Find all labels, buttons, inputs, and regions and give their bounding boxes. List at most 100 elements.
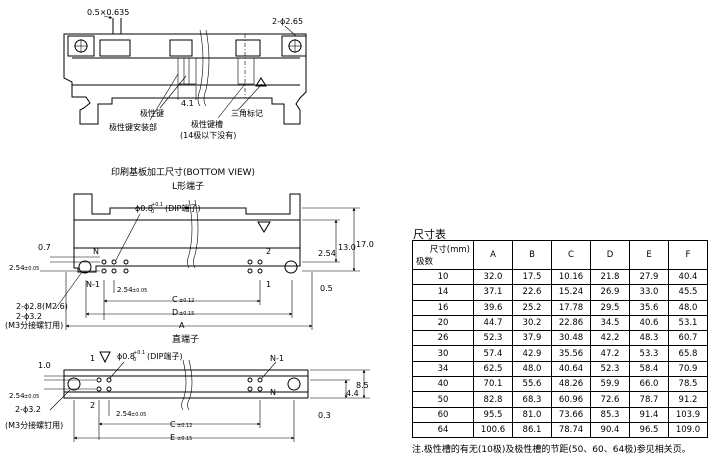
s-pin-n: N (270, 388, 276, 397)
dim-value-cell: 53.1 (668, 314, 708, 332)
dim-value-cell: 22.86 (551, 314, 591, 332)
l-dim-2-54-left-tol: ±0.05 (24, 266, 39, 272)
dim-value-cell: 48.3 (629, 330, 669, 347)
l-dim-c-tol: ±0.12 (179, 298, 194, 304)
l-pin-n-1: N-1 (86, 280, 100, 289)
dim-value-cell: 25.2 (512, 299, 552, 316)
dim-value-cell: 37.9 (512, 330, 552, 347)
dim-value-cell: 27.9 (629, 268, 669, 286)
dim-value-cell: 30.2 (512, 314, 552, 332)
dim-value-cell: 103.9 (668, 406, 708, 423)
dim-value-cell: 91.4 (629, 406, 669, 423)
col-header-d: D (590, 240, 630, 270)
dim-table-corner-bottom: 极数 (416, 257, 434, 267)
dim-value-cell: 53.3 (629, 345, 669, 362)
dim-value-cell: 45.5 (668, 284, 708, 301)
callout-polarity-slot-note: (14极以下没有) (180, 130, 236, 140)
col-header-e: E (629, 240, 669, 270)
dim-value-cell: 22.6 (512, 284, 552, 301)
dim-table-corner-top: 尺寸(mm) (429, 245, 470, 255)
l-dim-c: C (172, 295, 178, 304)
dim-value-cell: 52.3 (590, 360, 630, 378)
dim-table-corner: 尺寸(mm) 极数 (412, 240, 474, 270)
dim-value-cell: 39.6 (473, 299, 513, 316)
s-dip-tol-upper: +0.1 (133, 350, 145, 356)
dim-value-cell: 40.4 (668, 268, 708, 286)
dim-value-cell: 85.3 (590, 406, 630, 423)
dim-value-cell: 21.8 (590, 268, 630, 286)
dim-value-cell: 59.9 (590, 376, 630, 393)
l-dim-d-tol: ±0.15 (179, 311, 194, 317)
l-dim-0-5: 0.5 (320, 284, 333, 293)
dim-value-cell: 26.9 (590, 284, 630, 301)
dim-value-cell: 15.24 (551, 284, 591, 301)
callout-polarity-key-mount: 极性键安装部 (109, 122, 157, 132)
dim-value-cell: 60.7 (668, 330, 708, 347)
s-dim-2-54-left-tol: ±0.05 (24, 394, 39, 400)
dim-value-cell: 70.9 (668, 360, 708, 378)
dim-value-cell: 29.5 (590, 299, 630, 316)
dim-value-cell: 96.5 (629, 421, 669, 439)
dim-table-header-row: 尺寸(mm) 极数 A B C D E F (412, 240, 708, 270)
dim-value-cell: 34.5 (590, 314, 630, 332)
dim-value-cell: 73.66 (551, 406, 591, 423)
pole-count-cell: 64 (412, 421, 474, 439)
straight-type-pcb-layout: 1 ϕ0.8 +0.1 0 (DIP端子) N-1 N 2 1.0 2.54 ±… (5, 350, 370, 442)
dim-value-cell: 78.5 (668, 376, 708, 393)
pole-count-cell: 20 (412, 314, 474, 332)
l-dip-tol-lower: 0 (151, 209, 154, 215)
dim-value-cell: 55.6 (512, 376, 552, 393)
dim-value-cell: 52.3 (473, 330, 513, 347)
s-pin-n-1: N-1 (270, 354, 284, 363)
pole-count-cell: 60 (412, 406, 474, 423)
dim-value-cell: 48.26 (551, 376, 591, 393)
s-dim-2-54-bottom-tol: ±0.05 (131, 412, 146, 418)
dim-value-cell: 48.0 (668, 299, 708, 316)
l-dim-a: A (179, 321, 185, 330)
hole-label: 2-ϕ2.65 (272, 17, 303, 26)
dim-value-cell: 66.0 (629, 376, 669, 393)
pole-count-cell: 26 (412, 330, 474, 347)
l-hole-note-3: (M3分接螺钉用) (5, 320, 63, 330)
s-dim-2-54-bottom: 2.54 (116, 410, 132, 418)
dim-value-cell: 44.7 (473, 314, 513, 332)
dim-value-cell: 30.48 (551, 330, 591, 347)
l-hole-note-2: 2-ϕ3.2 (16, 312, 42, 321)
l-dim-0-7: 0.7 (38, 243, 51, 252)
dim-table-title: 尺寸表 (413, 228, 446, 241)
dim-value-cell: 91.2 (668, 391, 708, 408)
pcb-section-title: 印刷基板加工尺寸(BOTTOM VIEW) (111, 166, 255, 178)
dim-value-cell: 90.4 (590, 421, 630, 439)
top-view-connector: 0.5×0.635 2-ϕ2.65 4.1 (63, 8, 307, 140)
straight-type-title: 直端子 (172, 333, 199, 345)
l-type-pcb-layout: ϕ0.8 +0.1 0 (DIP端子) N N-1 2 1 0.7 2.54 ±… (5, 193, 374, 330)
dim-value-cell: 58.4 (629, 360, 669, 378)
l-pin-2: 2 (266, 247, 271, 256)
s-dip-label: ϕ0.8 (117, 352, 135, 361)
s-hole-note-1: 2-ϕ3.2 (15, 405, 41, 414)
s-pin-2: 2 (90, 401, 95, 410)
s-pin-1: 1 (90, 354, 95, 363)
callout-polarity-slot: 极性键槽 (191, 119, 223, 129)
l-dim-2-54-bottom-tol: ±0.05 (132, 288, 147, 294)
dim-value-cell: 42.2 (590, 330, 630, 347)
l-type-title: L形端子 (172, 180, 204, 192)
pole-count-cell: 40 (412, 376, 474, 393)
pole-count-cell: 10 (412, 268, 474, 286)
dim-value-cell: 70.1 (473, 376, 513, 393)
dim-value-cell: 32.0 (473, 268, 513, 286)
l-dip-label: ϕ0.8 (135, 204, 153, 213)
dim-value-cell: 72.6 (590, 391, 630, 408)
pole-count-cell: 34 (412, 360, 474, 378)
table-note: 注.极性槽的有无(10极)及极性槽的节距(50、60、64极)参见相关页。 (412, 445, 691, 455)
l-dim-d: D (172, 308, 178, 317)
pole-count-cell: 14 (412, 284, 474, 301)
